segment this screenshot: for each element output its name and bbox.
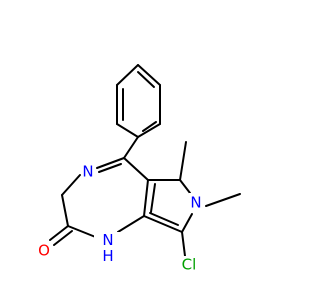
bond: [61, 194, 69, 227]
bond: [137, 64, 161, 86]
bond: [137, 123, 161, 138]
bond: [181, 231, 186, 257]
bond: [181, 213, 193, 233]
diazepine-ring: [61, 157, 149, 239]
atom-cl: Cl: [177, 256, 201, 274]
bond: [53, 230, 73, 246]
bond: [137, 71, 155, 88]
bond: [67, 225, 99, 239]
bond: [116, 64, 139, 86]
bond: [96, 157, 125, 169]
chlorine-label: Cl: [182, 256, 197, 274]
phenyl-ring: [116, 64, 161, 138]
bond: [205, 193, 241, 207]
bond: [61, 174, 81, 196]
bond: [179, 141, 187, 181]
atom-n4: N: [81, 163, 96, 181]
bond: [49, 225, 69, 241]
bond: [143, 215, 183, 233]
nitrogen-label: N: [190, 194, 201, 212]
bond: [179, 179, 191, 194]
atom-n7: N: [189, 193, 204, 212]
bond: [98, 163, 122, 173]
atom-o: O: [36, 242, 53, 260]
label-mask: [189, 193, 204, 210]
label-mask: [177, 256, 201, 274]
label-mask: [36, 242, 53, 259]
label-mask: [81, 163, 96, 180]
oxygen-label: O: [38, 242, 50, 260]
bond: [143, 179, 149, 217]
pyrrole-ring: [143, 179, 193, 233]
bond: [116, 123, 139, 138]
bond: [123, 136, 139, 159]
label-mask: [94, 232, 122, 266]
bond: [150, 183, 156, 213]
bond: [149, 212, 179, 226]
bond: [142, 121, 157, 132]
nitrogen-label: N: [82, 163, 93, 181]
bond: [117, 215, 145, 233]
bond: [123, 157, 149, 181]
